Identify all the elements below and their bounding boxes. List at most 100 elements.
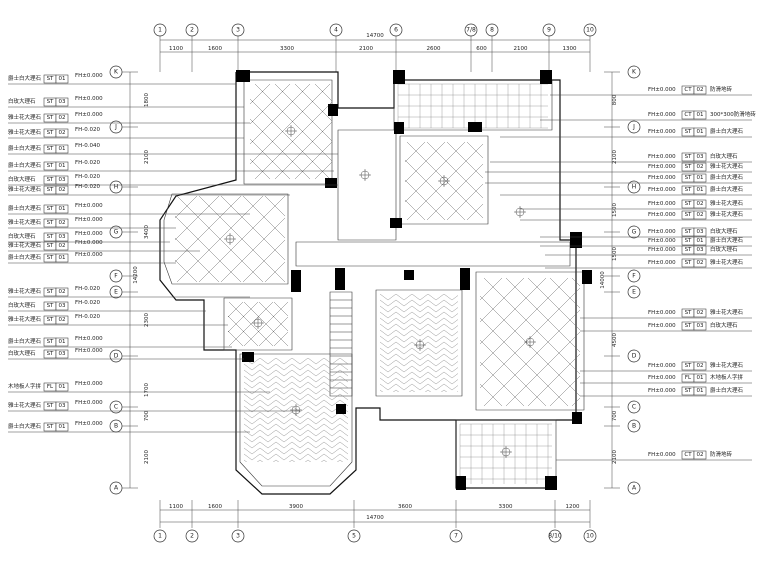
material-tag: ST xyxy=(47,220,54,226)
floor-elevation: FH-0.020 xyxy=(75,286,101,292)
herringbone-plank xyxy=(395,299,405,307)
material-num: 02 xyxy=(59,115,66,121)
herringbone-plank xyxy=(283,369,293,377)
material-num-box xyxy=(693,227,707,237)
bottom-dim-value: 1100 xyxy=(169,504,183,510)
herringbone-plank xyxy=(380,335,389,343)
herringbone-plank xyxy=(244,387,253,395)
herringbone-plank xyxy=(403,299,413,307)
herringbone-plank xyxy=(419,353,429,361)
floor-elevation: FH±0.000 xyxy=(648,310,676,316)
herringbone-plank xyxy=(451,307,458,313)
material-num: 01 xyxy=(59,76,66,82)
herringbone-plank xyxy=(251,387,261,395)
herringbone-plank xyxy=(323,423,333,431)
diagonal-tile-line xyxy=(704,278,760,406)
floor-elevation: FH±0.000 xyxy=(648,129,676,135)
material-num-box xyxy=(55,349,69,359)
herringbone-plank xyxy=(419,311,429,319)
herringbone-plank xyxy=(451,319,458,325)
herringbone-plank xyxy=(307,453,317,461)
material-tag: ST xyxy=(47,351,54,357)
herringbone-plank xyxy=(387,305,397,313)
herringbone-plank xyxy=(451,367,458,373)
diagonal-tile-line xyxy=(289,302,333,346)
material-tag: ST xyxy=(685,154,692,160)
herringbone-plank xyxy=(427,323,437,331)
material-name: 雅士花大理石 xyxy=(8,128,42,136)
material-num-box xyxy=(693,308,707,318)
herringbone-plank xyxy=(299,358,309,365)
herringbone-plank xyxy=(267,411,277,419)
top-axis-label: 6 xyxy=(394,27,398,34)
floor-elevation: FH±0.000 xyxy=(75,96,103,102)
herringbone-plank xyxy=(395,347,405,355)
floor-elevation: FH±0.000 xyxy=(75,231,103,237)
herringbone-plank xyxy=(443,294,453,301)
herringbone-plank xyxy=(443,335,453,343)
herringbone-plank xyxy=(380,329,389,337)
herringbone-plank xyxy=(259,435,269,443)
herringbone-plank xyxy=(323,393,333,401)
top-axis-marker xyxy=(583,23,597,37)
herringbone-plank xyxy=(283,358,293,365)
herringbone-plank xyxy=(427,347,437,355)
material-num: 01 xyxy=(697,129,704,135)
material-num-box xyxy=(55,218,69,228)
herringbone-plank xyxy=(435,383,445,391)
material-name: 爵士白大理石 xyxy=(710,127,744,135)
herringbone-plank xyxy=(411,317,421,325)
herringbone-plank xyxy=(323,381,333,389)
top-axis-label: 9 xyxy=(547,27,551,34)
left-axis-label: C xyxy=(114,404,118,411)
material-num: 02 xyxy=(697,87,704,93)
diagonal-tile-line xyxy=(176,196,264,282)
material-tag: ST xyxy=(685,247,692,253)
material-num: 01 xyxy=(59,424,66,430)
herringbone-plank xyxy=(251,453,261,461)
floor-elevation: FH±0.000 xyxy=(648,164,676,170)
material-tag: ST xyxy=(47,76,54,82)
material-num: 03 xyxy=(59,351,66,357)
structural-column xyxy=(572,412,582,424)
diagonal-tile-line xyxy=(314,161,332,179)
herringbone-plank xyxy=(307,381,317,389)
herringbone-plank xyxy=(331,429,341,437)
left-dim-value: 2100 xyxy=(144,450,150,464)
herringbone-plank xyxy=(267,453,277,461)
herringbone-plank xyxy=(339,459,343,462)
diagonal-tile-line xyxy=(405,142,426,163)
herringbone-plank xyxy=(435,341,445,349)
left-dim-value: 2300 xyxy=(144,313,150,327)
diagonal-tile-line xyxy=(446,142,483,179)
diagonal-tile-line xyxy=(335,84,430,179)
herringbone-plank xyxy=(392,389,397,392)
herringbone-plank xyxy=(427,335,437,343)
herringbone-plank xyxy=(387,365,397,373)
herringbone-plank xyxy=(299,369,309,377)
herringbone-plank xyxy=(299,387,309,395)
herringbone-plank xyxy=(315,387,325,395)
material-tag: CT xyxy=(684,87,692,93)
material-num-box xyxy=(55,253,69,263)
material-tag: ST xyxy=(685,388,692,394)
herringbone-plank xyxy=(259,441,269,449)
bottom-axis-marker xyxy=(185,529,199,543)
material-num-box xyxy=(55,232,69,242)
herringbone-plank xyxy=(244,399,253,407)
herringbone-plank xyxy=(435,329,445,337)
herringbone-plank xyxy=(323,447,333,455)
material-tag: ST xyxy=(685,260,692,266)
bottom-axis-label: 7 xyxy=(454,533,458,540)
material-num: 03 xyxy=(697,229,704,235)
herringbone-plank xyxy=(291,429,301,437)
material-num: 01 xyxy=(59,206,66,212)
diagonal-tile-line xyxy=(289,302,333,346)
material-name: 雅士花大理石 xyxy=(710,199,744,207)
herringbone-plank xyxy=(291,447,301,455)
herringbone-plank xyxy=(387,353,397,361)
top-axis-marker xyxy=(389,23,403,37)
herringbone-plank xyxy=(380,323,389,331)
